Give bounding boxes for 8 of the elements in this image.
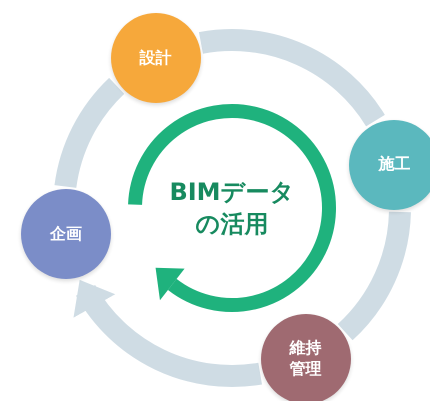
stage-circle	[260, 314, 351, 401]
center-title: BIMデータの活用	[168, 176, 296, 240]
stage-label: 企画	[50, 224, 82, 245]
stage-circle	[349, 120, 430, 210]
cycle-arrow	[75, 280, 262, 387]
stage-label: 維持管理	[288, 338, 323, 380]
stage-label: 設計	[140, 48, 172, 69]
stage-label: 施工	[378, 154, 410, 175]
